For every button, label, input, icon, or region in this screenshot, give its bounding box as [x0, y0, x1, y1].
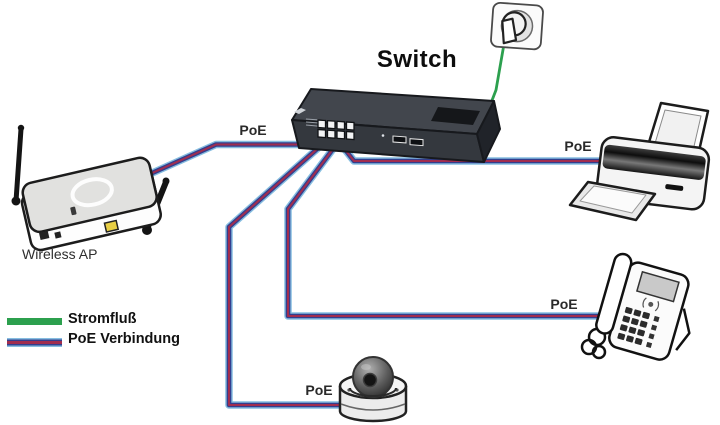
legend-poe-line-swatch: [7, 338, 62, 347]
switch-logo-icon: [294, 108, 306, 114]
switch-led: [381, 134, 385, 137]
switch-device: [291, 88, 501, 163]
ap-ethernet-port: [103, 219, 120, 233]
ap-port-1: [39, 231, 50, 241]
printer-device: [568, 101, 711, 222]
poe-cable-switch-to-phone: [284, 134, 600, 320]
printer-lid: [602, 144, 706, 180]
plug-grip: [501, 17, 518, 45]
antenna-left: [11, 124, 25, 206]
phone-side-buttons: [645, 315, 660, 349]
poe-label-phone: PoE: [550, 296, 578, 312]
switch-title: Switch: [376, 46, 458, 73]
legend-poe-label: PoE Verbindung: [68, 331, 180, 347]
printer-button: [665, 184, 684, 191]
switch-sfp-ports: [392, 135, 424, 147]
poe-label-camera: PoE: [305, 382, 333, 398]
switch-vent: [431, 107, 480, 125]
ip-phone-device: [580, 252, 691, 361]
phone-handset: [595, 252, 633, 335]
phone-speaker-icon: [642, 297, 660, 312]
ap-logo: [70, 206, 77, 216]
poe-label-wireless-ap: PoE: [239, 122, 267, 138]
wireless-ap-label: Wireless AP: [22, 246, 98, 262]
camera-lens: [362, 372, 378, 388]
legend-power-label: Stromfluß: [68, 311, 137, 327]
legend-power-line-swatch: [7, 318, 62, 325]
phone-keypad: [617, 306, 650, 346]
poe-cable-switch-to-camera: [225, 131, 346, 409]
power-cable-outlet-to-switch: [489, 43, 506, 104]
ap-ring: [70, 177, 114, 208]
poe-label-printer: PoE: [564, 138, 592, 154]
phone-display: [635, 270, 680, 303]
phone-stand: [675, 308, 691, 351]
ap-port-2: [54, 231, 62, 239]
power-outlet-device: [490, 1, 544, 51]
dome-camera-device: [338, 356, 408, 423]
switch-rj45-ports: [317, 119, 355, 141]
wireless-ap-device: [11, 124, 170, 252]
